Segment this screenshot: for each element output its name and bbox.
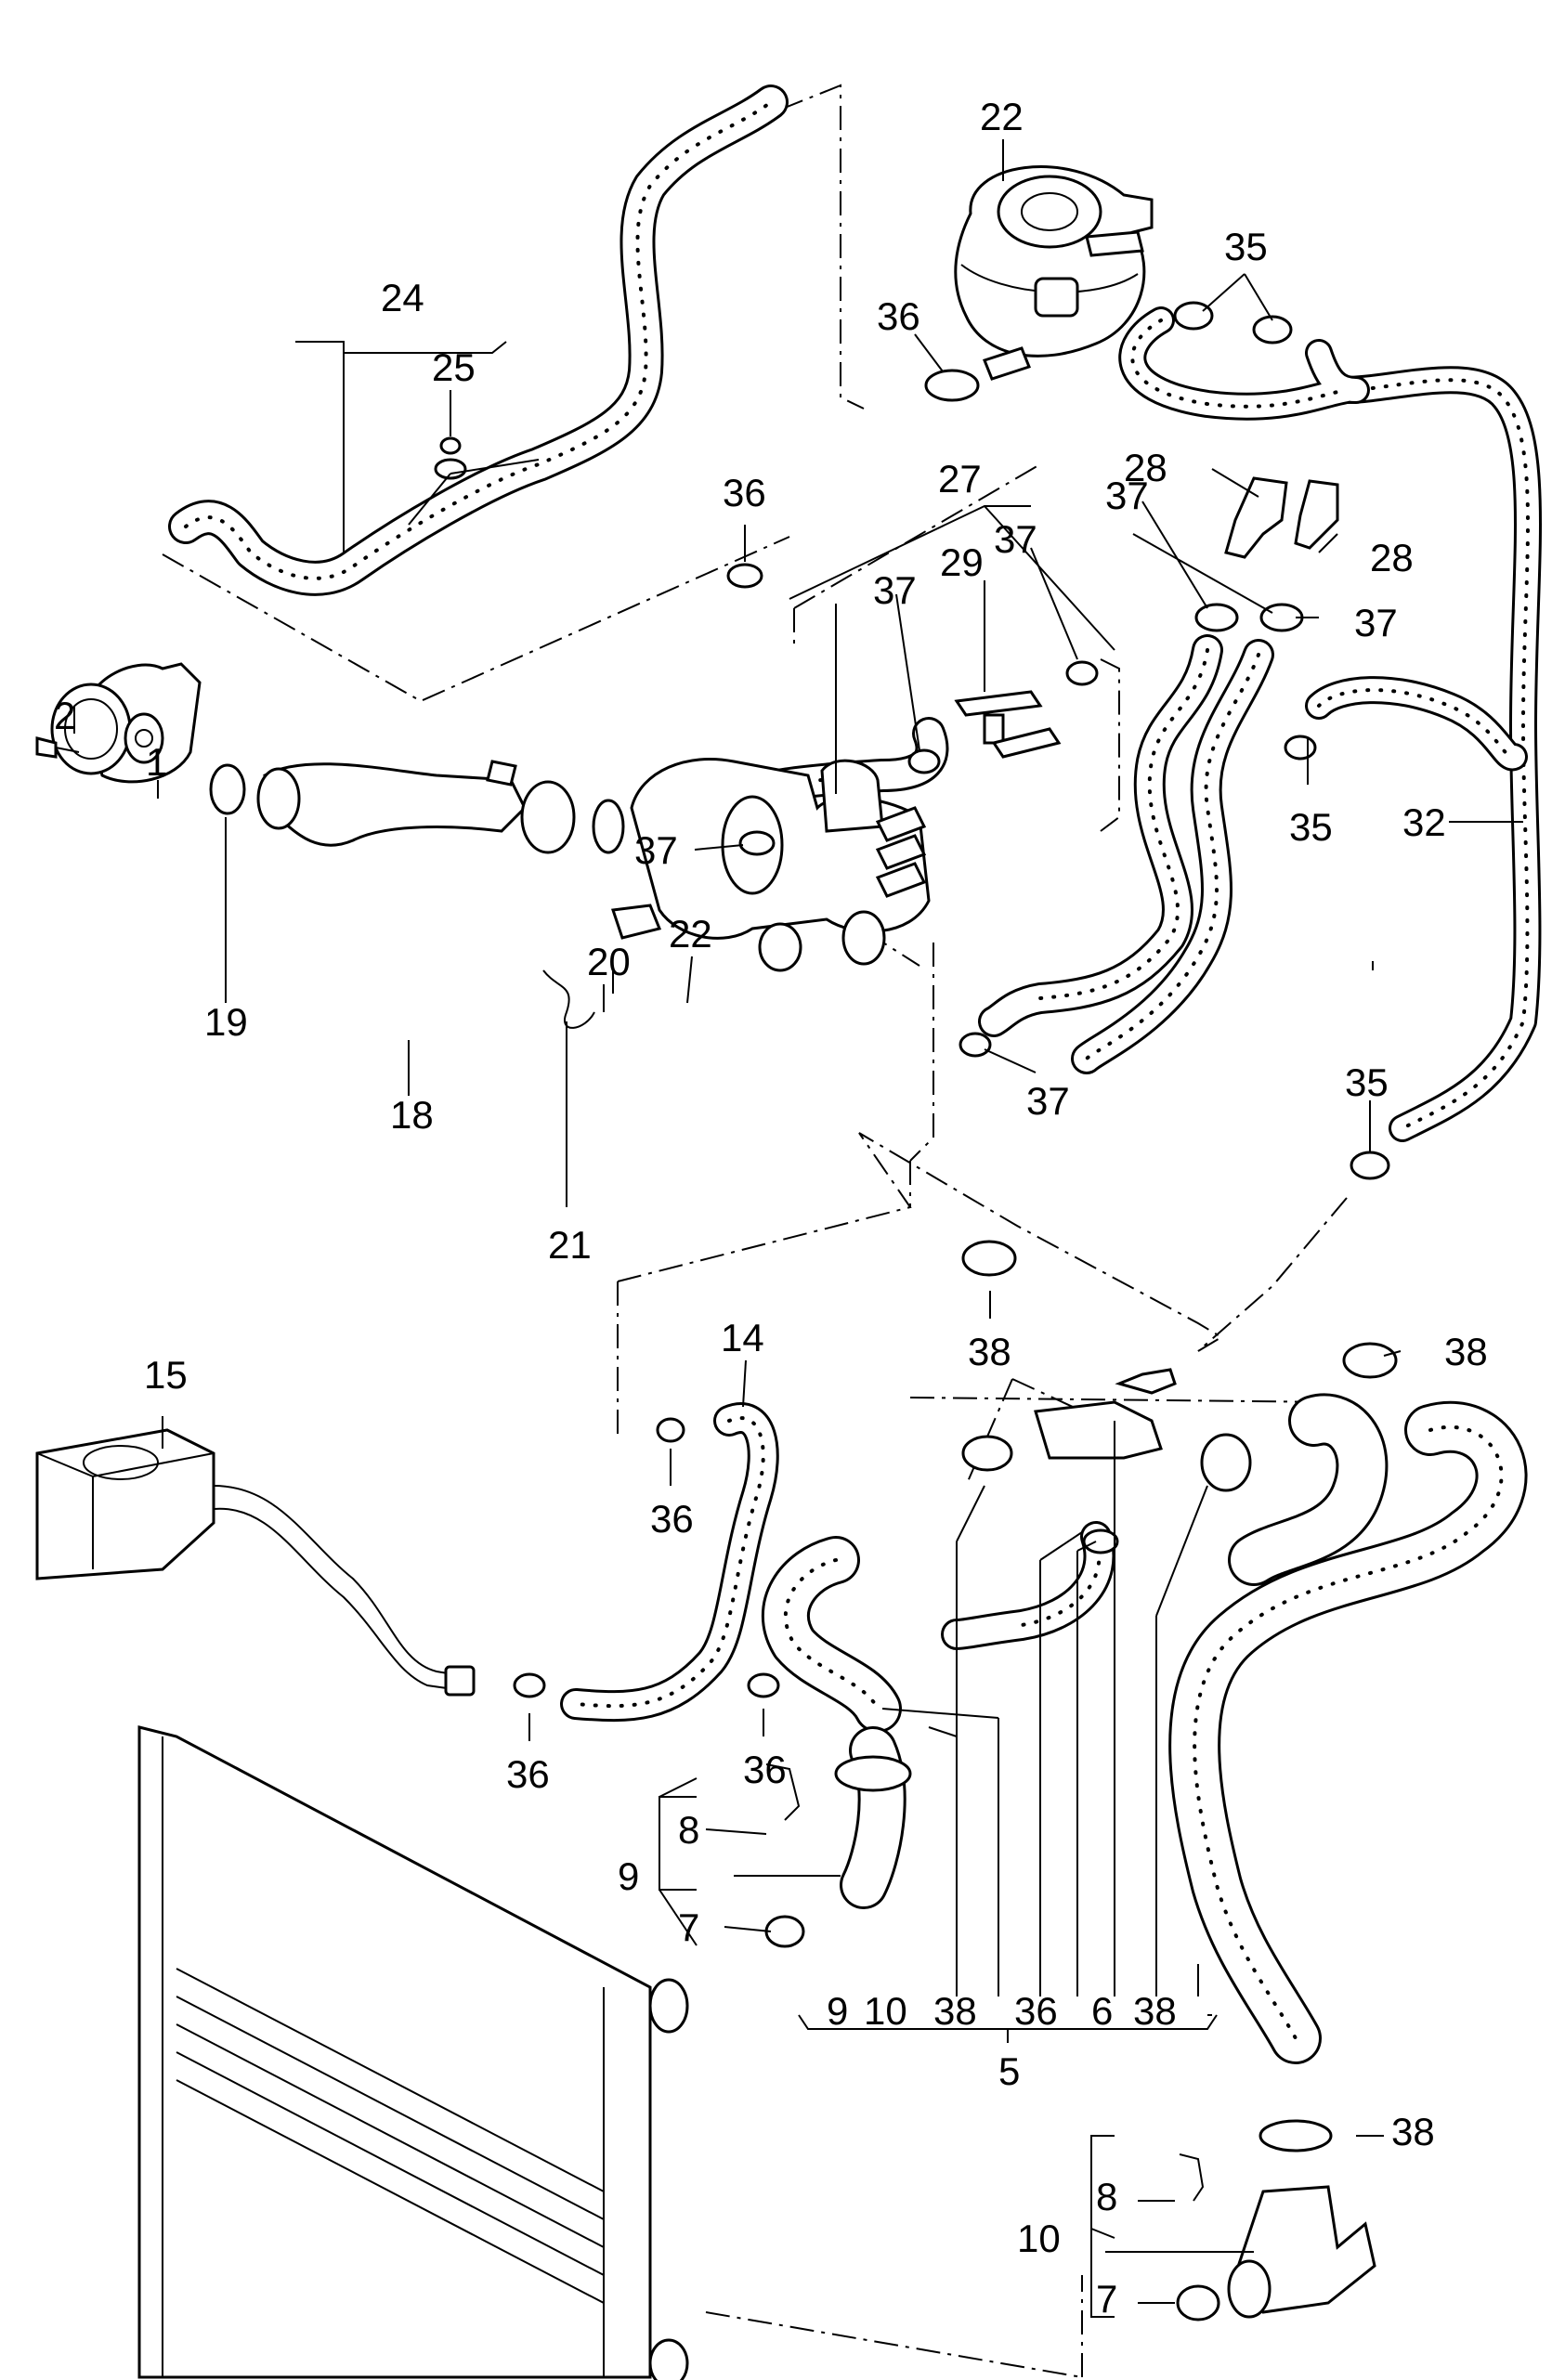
callout-8-right: 8 [1096,2175,1117,2218]
hose-24 [168,85,789,596]
callout-19: 19 [204,1000,248,1044]
callout-36-cooler: 36 [650,1497,694,1541]
clamp-36-f [1082,1528,1119,1554]
clamp-36-c [656,1417,685,1443]
callout-28-right: 28 [1370,536,1414,579]
callout-22-tank: 22 [980,95,1024,138]
hoses [168,85,1542,2064]
callout-25: 25 [432,345,476,389]
parts [35,165,1376,2380]
callout-18: 18 [390,1093,434,1137]
callout-22-thermo: 22 [669,912,712,956]
clamps [434,301,1398,2202]
o-ring-7a [764,1915,805,1948]
callout-24: 24 [381,276,424,319]
callout-35-mid: 35 [1289,805,1333,849]
callout-35-low: 35 [1345,1060,1389,1104]
tee-10 [1227,2185,1376,2319]
clip-8a [765,1763,801,1821]
hose-lower-large [1168,1393,1528,2064]
callout-1: 1 [146,740,167,784]
callout-labels: 22 35 36 24 25 36 27 28 37 28 37 29 37 3… [54,95,1488,2321]
clamp-25 [434,436,467,480]
callout-36-row: 36 [1014,1989,1058,2033]
callout-37-left: 37 [873,568,917,612]
hose-35-side [1305,676,1528,772]
o-ring-19 [209,763,246,815]
clamp-38-b [1342,1342,1398,1379]
leader-lines [73,139,1523,2318]
callout-14: 14 [721,1316,764,1359]
clamp-38-d [1200,1433,1252,1492]
clamp-36-d [513,1672,546,1698]
clamp-38-f [1259,2119,1333,2152]
callout-20: 20 [587,940,631,983]
callout-32: 32 [1402,800,1446,844]
clamp-38-c [961,1435,1013,1472]
callout-35-top: 35 [1224,225,1268,268]
elbow-28 [1224,476,1339,559]
clamp-35-d [1350,1151,1390,1180]
callout-15: 15 [144,1353,188,1397]
callout-38-right: 38 [1444,1330,1488,1373]
clip-8b [1179,2153,1205,2202]
o-ring-7b [1176,2284,1220,2321]
clamp-37-f [959,1032,992,1058]
callout-36-pipe: 36 [506,1752,550,1796]
callout-36-hose: 36 [743,1748,787,1791]
callout-27: 27 [938,457,982,501]
connector-6 [1034,1368,1177,1460]
callout-37-bottom: 37 [1026,1079,1070,1123]
callout-6-row: 6 [1091,1989,1113,2033]
callout-9-row: 9 [827,1989,848,2033]
callout-2: 2 [54,694,75,737]
callout-7-right: 7 [1096,2277,1117,2321]
coolant-pipe [256,760,576,854]
clamp-38-e [834,1755,912,1792]
clamp-35-c [1284,735,1317,761]
callout-9-left: 9 [618,1854,639,1898]
callout-8-left: 8 [678,1808,699,1852]
clamp-37-b [907,748,941,774]
oil-cooler [35,1428,476,1697]
callout-37-top: 37 [1105,474,1149,517]
hose-14 [560,1402,779,1723]
callout-38-mid: 38 [968,1330,1011,1373]
expansion-tank [954,165,1154,381]
callout-38-row-a: 38 [933,1989,977,2033]
callout-38-bottom: 38 [1391,2110,1435,2153]
bolt [35,736,80,759]
callout-7-left: 7 [678,1905,699,1949]
clamp-38-a [961,1240,1017,1277]
callout-38-row-b: 38 [1133,1989,1177,2033]
clamp-37-a [1065,660,1099,686]
clamp-36-a [924,369,980,402]
clamp-35-a [1173,301,1214,331]
callout-10-row: 10 [864,1989,907,2033]
hose-35-branch [1118,306,1370,421]
o-ring-20 [592,799,625,854]
callout-29: 29 [940,540,984,584]
t-connector [954,690,1062,759]
clamp-36-e [747,1672,780,1698]
callout-28-top: 28 [1124,446,1167,489]
callout-37-mid: 37 [994,517,1037,561]
radiator [137,1725,689,2380]
callout-36-mid: 36 [723,471,766,514]
callout-21: 21 [548,1223,592,1267]
clamp-35-b [1252,315,1293,345]
clamp-37-d [1194,603,1239,632]
clamp-37-c [738,830,776,856]
spring-clip [542,969,595,1029]
callout-5: 5 [998,2049,1020,2093]
hose-32 [1333,366,1542,1142]
hose-radiator-upper [761,1536,902,1733]
clamp-36-b [726,563,763,589]
callout-37-right: 37 [1354,601,1398,644]
callout-36-top: 36 [877,294,920,338]
thermostat-housing [610,757,931,972]
callout-37-far-left: 37 [634,828,678,872]
callout-10-right: 10 [1017,2217,1061,2260]
